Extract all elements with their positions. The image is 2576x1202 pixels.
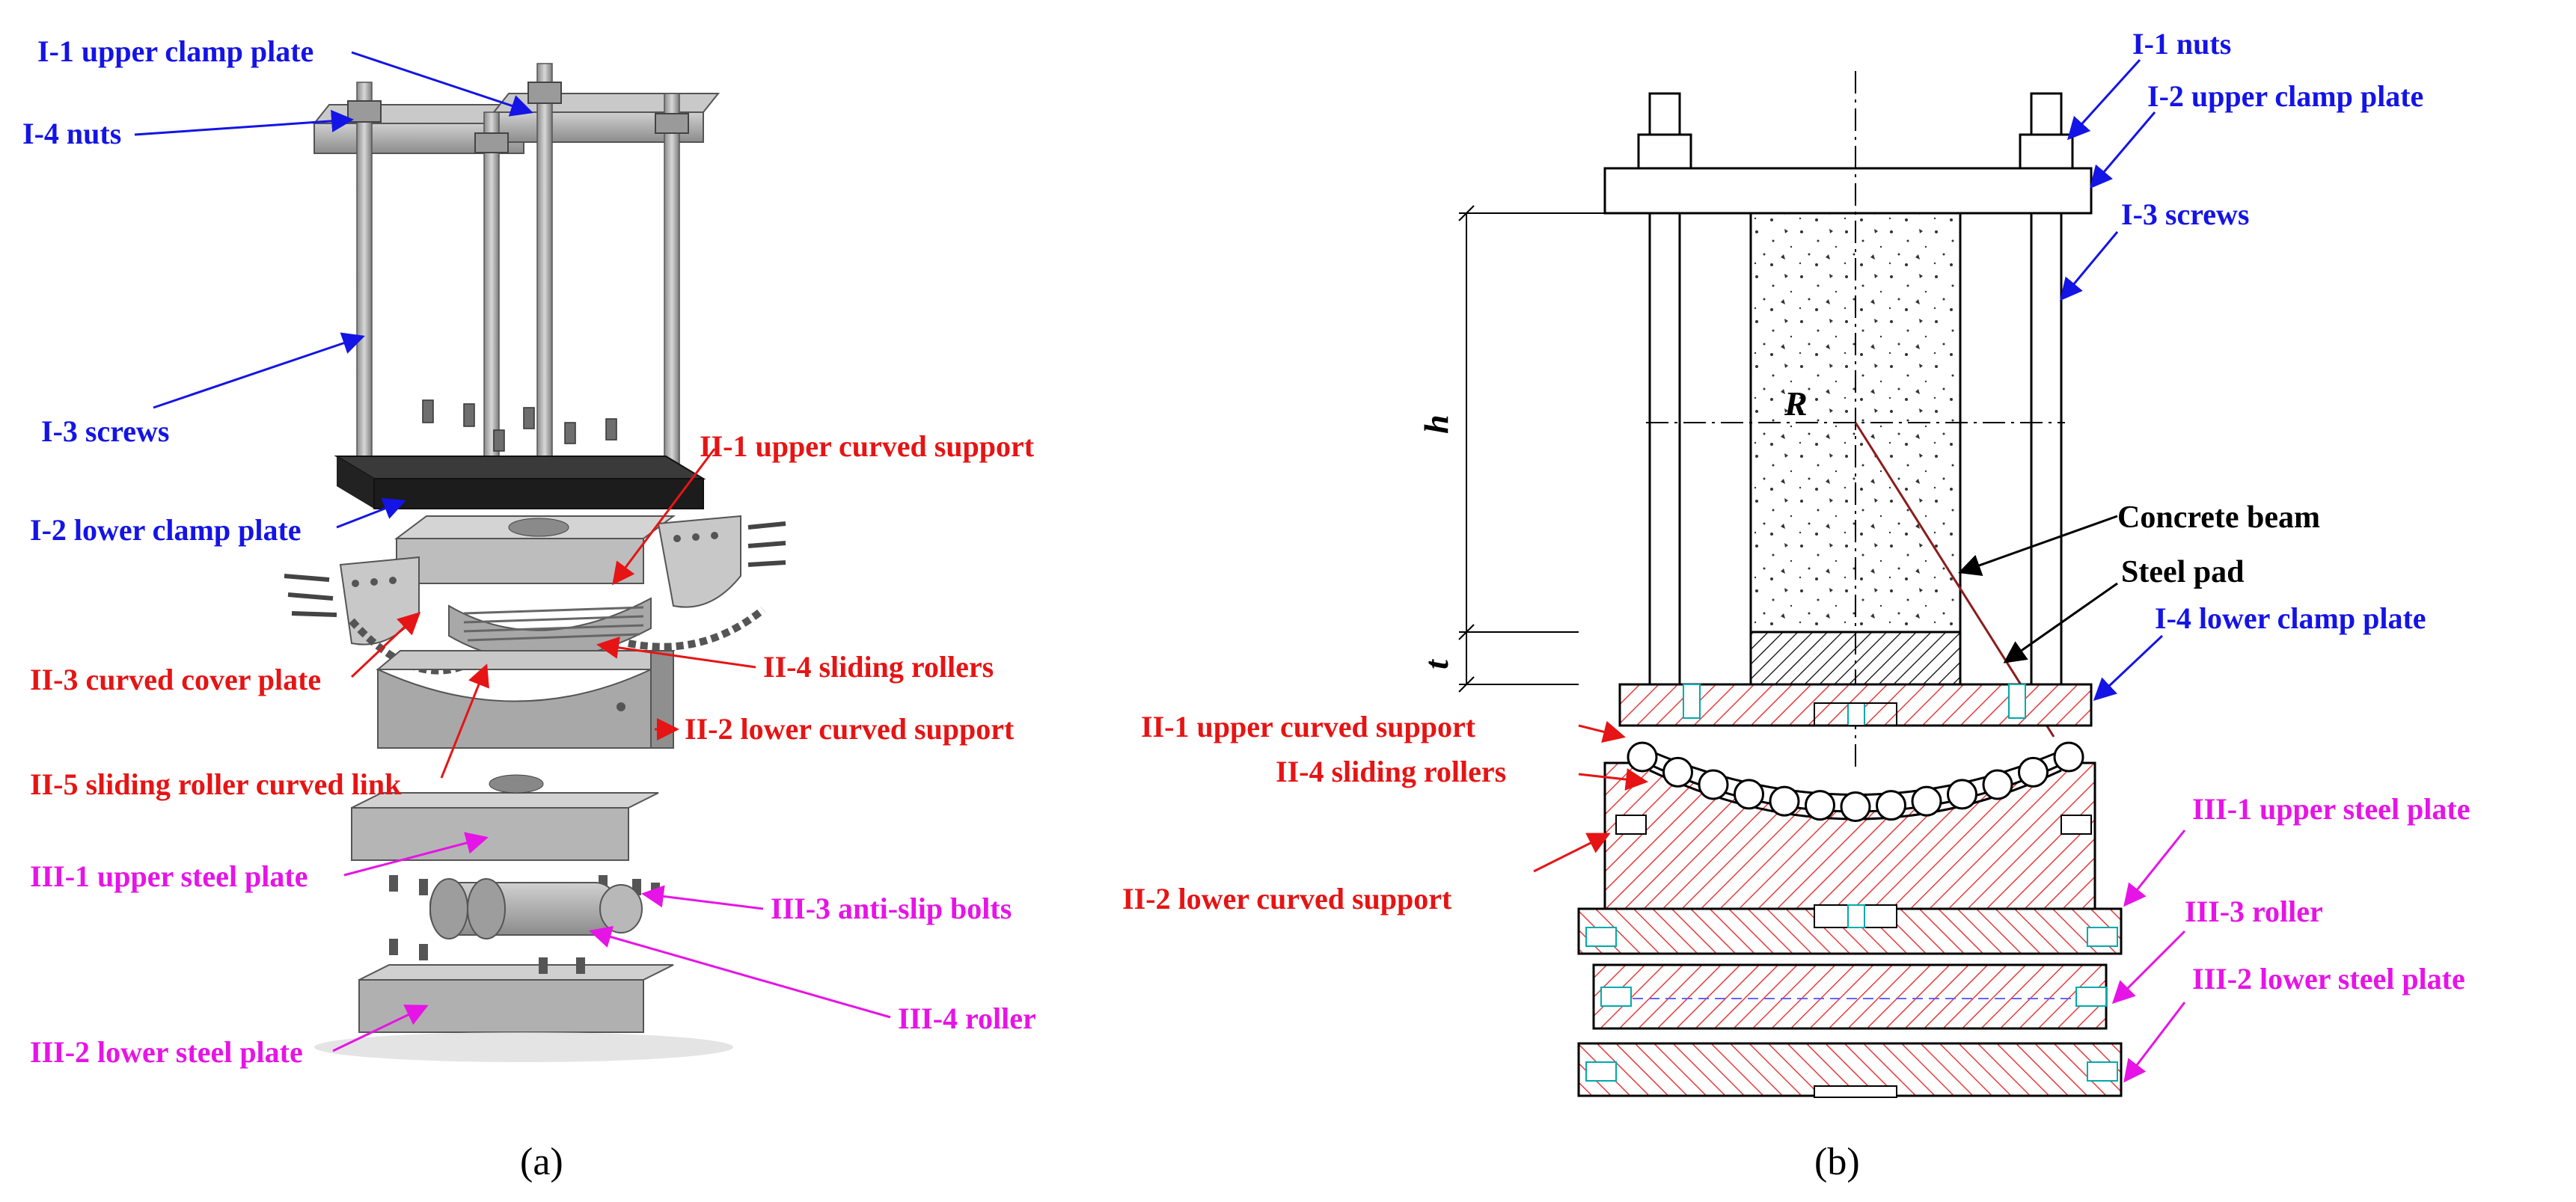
- label-b-upper-clamp-plate: I-2 upper clamp plate: [2147, 79, 2423, 113]
- label-b-concrete-beam: Concrete beam: [2117, 500, 2320, 535]
- label-b-roller: III-3 roller: [2185, 895, 2323, 928]
- label-a-anti-slip-bolts: III-3 anti-slip bolts: [771, 892, 1012, 925]
- lower-steel-plate-section: [1577, 1042, 2123, 1097]
- sliding-roller: [2018, 756, 2049, 788]
- label-b-lower-curved-support: II-2 lower curved support: [1122, 882, 1452, 916]
- sliding-roller: [1805, 790, 1835, 821]
- sliding-roller: [1982, 769, 2013, 800]
- label-a-upper-clamp-plate: I-1 upper clamp plate: [37, 34, 313, 68]
- sliding-roller: [1769, 785, 1800, 817]
- panel-a-drawing: [284, 63, 786, 1062]
- dim-h: h: [1417, 414, 1455, 434]
- label-b-lower-clamp-plate: I-4 lower clamp plate: [2155, 601, 2426, 635]
- panel-a-labels: I-1 upper clamp plate I-4 nuts I-3 screw…: [22, 34, 1036, 1069]
- label-a-curved-cover-plate: II-3 curved cover plate: [30, 663, 321, 696]
- clamp-bolts-section: [1683, 684, 2026, 726]
- sliding-roller: [1662, 756, 1693, 788]
- label-b-sliding-rollers: II-4 sliding rollers: [1276, 755, 1506, 788]
- label-a-screws: I-3 screws: [41, 414, 169, 448]
- label-a-sliding-rollers: II-4 sliding rollers: [763, 650, 994, 684]
- label-a-lower-clamp-plate: I-2 lower clamp plate: [30, 513, 302, 547]
- sliding-rollers-section: [1627, 741, 2084, 822]
- caption-a: (a): [520, 1141, 563, 1183]
- label-b-steel-pad: Steel pad: [2121, 555, 2245, 589]
- label-b-screws: I-3 screws: [2121, 197, 2249, 231]
- roller-3d: [429, 878, 643, 939]
- lower-clamp-plate: [334, 456, 706, 509]
- sliding-roller: [1627, 741, 1658, 773]
- panel-b-labels: I-1 nuts I-2 upper clamp plate I-3 screw…: [1122, 27, 2470, 996]
- sliding-roller: [1734, 779, 1764, 810]
- lower-curved-support: [376, 650, 676, 749]
- label-b-upper-steel-plate: III-1 upper steel plate: [2192, 792, 2470, 826]
- sliding-roller: [2053, 741, 2084, 773]
- caption-b: (b): [1814, 1141, 1860, 1183]
- label-a-lower-curved-support: II-2 lower curved support: [685, 712, 1015, 746]
- label-a-upper-curved-support: II-1 upper curved support: [700, 429, 1035, 463]
- label-a-roller: III-4 roller: [898, 1002, 1036, 1035]
- label-a-lower-steel-plate: III-2 lower steel plate: [30, 1035, 303, 1069]
- label-a-sliding-roller-curved-link: II-5 sliding roller curved link: [30, 767, 402, 801]
- curved-link-chains: [349, 607, 766, 675]
- panel-b-drawing: [1458, 71, 2123, 1098]
- roller-section: [1592, 963, 2108, 1030]
- top-bolts-section: [1637, 92, 2074, 170]
- sliding-roller: [1876, 790, 1906, 821]
- panel-a-leaders: [134, 51, 891, 1052]
- label-b-lower-steel-plate: III-2 lower steel plate: [2192, 962, 2465, 996]
- dim-r: R: [1784, 384, 1808, 423]
- sliding-roller: [1698, 769, 1729, 800]
- dim-t: t: [1417, 659, 1455, 669]
- sliding-roller: [1947, 779, 1977, 810]
- screws-section: [1648, 212, 2063, 686]
- upper-clamp-plate-section: [1603, 167, 2093, 215]
- label-b-upper-curved-support: II-1 upper curved support: [1141, 710, 1476, 743]
- lower-steel-plate-3d: [314, 939, 733, 1062]
- sliding-roller: [1911, 785, 1942, 817]
- loose-bolts: [422, 399, 617, 452]
- label-a-nuts: I-4 nuts: [22, 117, 121, 150]
- label-b-nuts: I-1 nuts: [2132, 27, 2231, 61]
- upper-steel-plate-3d: [351, 774, 659, 861]
- upper-curved-support: [394, 515, 676, 584]
- sliding-roller: [1840, 791, 1871, 822]
- panel-b-leaders: [1533, 58, 2186, 1083]
- dimension-lines: [1458, 205, 1631, 693]
- label-a-upper-steel-plate: III-1 upper steel plate: [30, 859, 308, 893]
